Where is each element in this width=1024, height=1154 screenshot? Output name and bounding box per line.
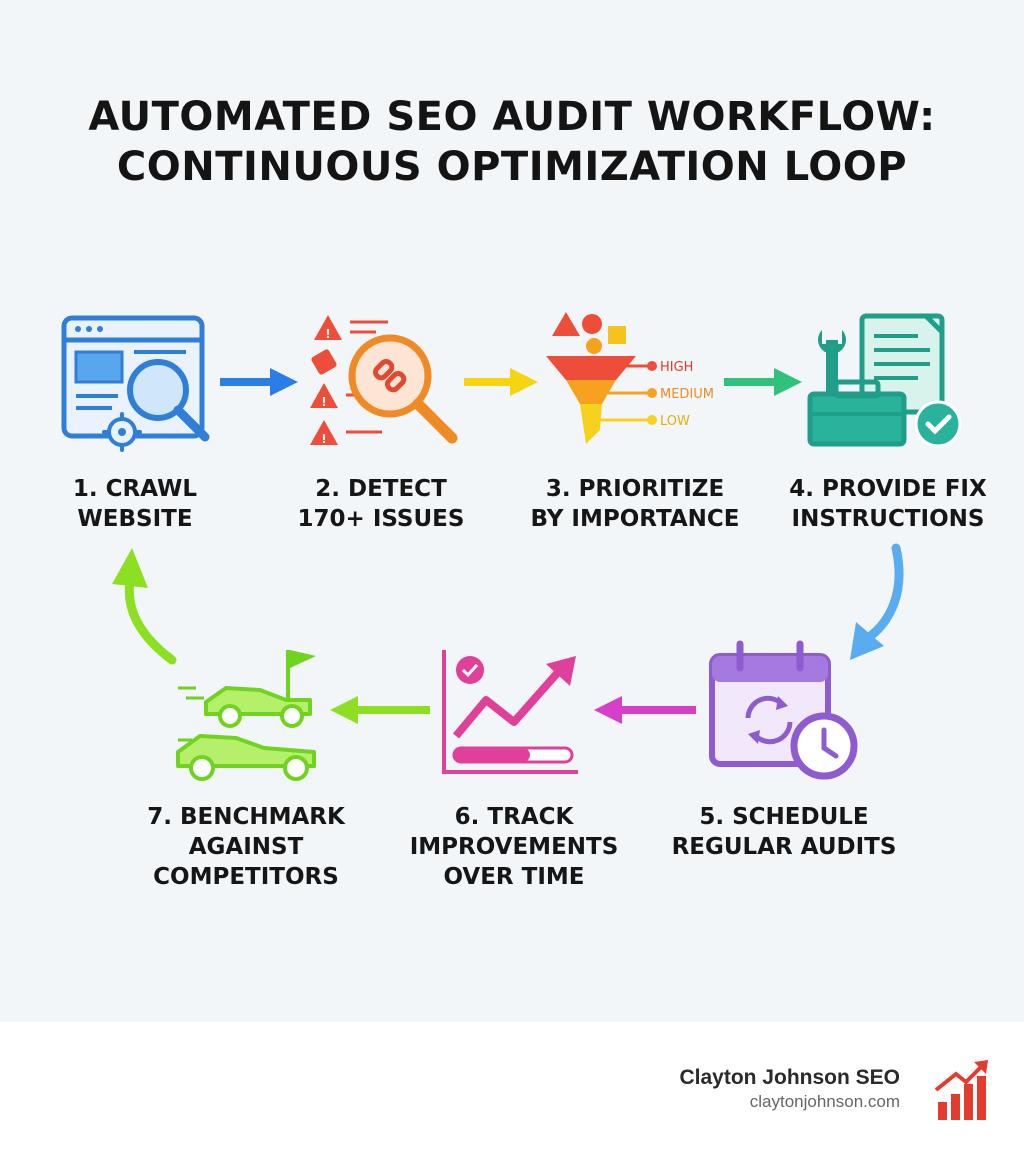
step-3-line-1: 3. PRIORITIZE bbox=[545, 476, 725, 502]
growth-chart-icon bbox=[442, 650, 578, 774]
arrow-3-to-4 bbox=[724, 368, 802, 396]
warning-magnifier-link-icon: !!! bbox=[310, 315, 458, 446]
step-4-line-1: 4. PROVIDE FIX bbox=[789, 476, 987, 502]
step-6-line-1: 6. TRACK bbox=[454, 804, 574, 830]
step-6-label: 6. TRACK IMPROVEMENTS OVER TIME bbox=[398, 802, 630, 892]
step-2-line-2: 170+ ISSUES bbox=[297, 506, 465, 532]
brand-name: Clayton Johnson SEO bbox=[679, 1066, 900, 1089]
svg-text:!: ! bbox=[325, 327, 330, 341]
background-panel bbox=[0, 0, 1024, 1022]
step-1-label: 1. CRAWL WEBSITE bbox=[40, 474, 230, 534]
step-4-line-2: INSTRUCTIONS bbox=[791, 506, 985, 532]
svg-text:!: ! bbox=[321, 432, 326, 446]
step-6-line-2: IMPROVEMENTS bbox=[409, 834, 619, 860]
step-3-label: 3. PRIORITIZE BY IMPORTANCE bbox=[520, 474, 750, 534]
svg-text:!: ! bbox=[321, 395, 326, 409]
step-7-line-3: COMPETITORS bbox=[153, 864, 339, 890]
brand-url[interactable]: claytonjohnson.com bbox=[749, 1092, 900, 1111]
priority-medium-label: MEDIUM bbox=[660, 387, 714, 402]
step-7-label: 7. BENCHMARK AGAINST COMPETITORS bbox=[136, 802, 356, 892]
arrow-5-to-6 bbox=[594, 696, 696, 724]
toolbox-wrench-document-icon bbox=[807, 313, 962, 448]
priority-low-label: LOW bbox=[660, 414, 690, 429]
step-5-label: 5. SCHEDULE REGULAR AUDITS bbox=[664, 802, 904, 862]
page-title: AUTOMATED SEO AUDIT WORKFLOW: CONTINUOUS… bbox=[0, 92, 1024, 192]
step-5-line-1: 5. SCHEDULE bbox=[699, 804, 869, 830]
title-line-2: CONTINUOUS OPTIMIZATION LOOP bbox=[116, 144, 908, 190]
step-2-label: 2. DETECT 170+ ISSUES bbox=[286, 474, 476, 534]
step-4-label: 4. PROVIDE FIX INSTRUCTIONS bbox=[772, 474, 1004, 534]
step-1-line-2: WEBSITE bbox=[77, 506, 193, 532]
step-7-line-1: 7. BENCHMARK bbox=[147, 804, 345, 830]
arrow-2-to-3 bbox=[464, 368, 538, 396]
race-cars-flag-icon bbox=[176, 650, 316, 781]
step-1-line-1: 1. CRAWL bbox=[72, 476, 198, 502]
step-6-line-3: OVER TIME bbox=[443, 864, 585, 890]
bar-chart-trend-logo-icon bbox=[934, 1060, 988, 1120]
step-2-line-1: 2. DETECT bbox=[315, 476, 447, 502]
browser-magnifier-gear-icon bbox=[61, 315, 210, 452]
step-5-line-2: REGULAR AUDITS bbox=[671, 834, 897, 860]
title-line-1: AUTOMATED SEO AUDIT WORKFLOW: bbox=[88, 94, 936, 140]
calendar-clock-icon bbox=[709, 640, 858, 780]
arrow-4-to-5 bbox=[850, 543, 904, 660]
arrow-6-to-7 bbox=[330, 696, 430, 724]
step-7-line-2: AGAINST bbox=[188, 834, 304, 860]
arrow-1-to-2 bbox=[220, 368, 298, 396]
priority-high-label: HIGH bbox=[660, 360, 693, 375]
step-3-line-2: BY IMPORTANCE bbox=[530, 506, 740, 532]
funnel-priority-icon bbox=[546, 312, 657, 444]
arrow-7-to-1 bbox=[112, 548, 177, 665]
